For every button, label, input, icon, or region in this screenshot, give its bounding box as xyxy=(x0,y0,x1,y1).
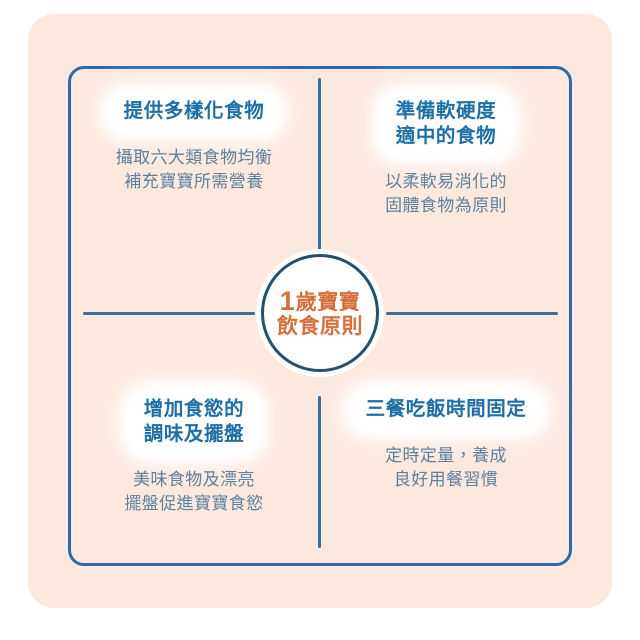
description-line: 以柔軟易消化的 xyxy=(385,172,507,192)
divider-vertical-bottom xyxy=(318,396,321,548)
quadrant-top-right-description: 以柔軟易消化的 固體食物為原則 xyxy=(385,170,507,218)
heading-line: 適中的食物 xyxy=(395,124,497,147)
quadrant-bottom-left-description: 美味食物及漂亮 擺盤促進寶寶食慾 xyxy=(124,468,263,516)
center-title-line-1: 1歲寶寶 xyxy=(279,285,361,316)
description-line: 固體食物為原則 xyxy=(385,196,507,216)
quadrant-bottom-left-heading: 增加食慾的 調味及擺盤 xyxy=(127,390,261,456)
quadrant-top-left-description: 攝取六大類食物均衡 補充寶寶所需營養 xyxy=(116,146,273,194)
description-line: 美味食物及漂亮 xyxy=(133,470,255,490)
content-frame xyxy=(68,66,572,566)
center-title-line-2: 飲食原則 xyxy=(277,314,363,338)
quadrant-bottom-right: 三餐吃飯時間固定 定時定量，養成 良好用餐習慣 xyxy=(330,390,562,492)
heading-line: 三餐吃飯時間固定 xyxy=(365,398,527,420)
quadrant-bottom-left: 增加食慾的 調味及擺盤 美味食物及漂亮 擺盤促進寶寶食慾 xyxy=(78,390,310,516)
divider-horizontal-left xyxy=(83,312,255,315)
divider-vertical-top xyxy=(318,78,321,258)
description-line: 攝取六大類食物均衡 xyxy=(115,147,273,167)
heading-line: 準備軟硬度 xyxy=(395,100,497,122)
center-title-circle: 1歲寶寶 飲食原則 xyxy=(261,254,379,372)
quadrant-top-left: 提供多樣化食物 攝取六大類食物均衡 補充寶寶所需營養 xyxy=(78,92,310,194)
description-line: 定時定量，養成 xyxy=(385,445,507,465)
heading-line: 增加食慾的 xyxy=(143,398,245,420)
description-line: 擺盤促進寶寶食慾 xyxy=(124,494,264,514)
quadrant-bottom-right-heading: 三餐吃飯時間固定 xyxy=(349,390,543,431)
quadrant-bottom-right-description: 定時定量，養成 良好用餐習慣 xyxy=(385,444,507,492)
divider-horizontal-right xyxy=(386,312,558,315)
heading-line: 提供多樣化食物 xyxy=(123,100,265,122)
description-line: 良好用餐習慣 xyxy=(393,469,499,489)
quadrant-top-left-heading: 提供多樣化食物 xyxy=(107,92,281,133)
description-line: 補充寶寶所需營養 xyxy=(124,171,264,191)
center-age-number: 1 xyxy=(279,285,296,316)
quadrant-top-right: 準備軟硬度 適中的食物 以柔軟易消化的 固體食物為原則 xyxy=(330,92,562,218)
center-age-suffix: 歲寶寶 xyxy=(295,290,361,314)
quadrant-top-right-heading: 準備軟硬度 適中的食物 xyxy=(379,92,513,158)
heading-line: 調味及擺盤 xyxy=(143,422,245,445)
